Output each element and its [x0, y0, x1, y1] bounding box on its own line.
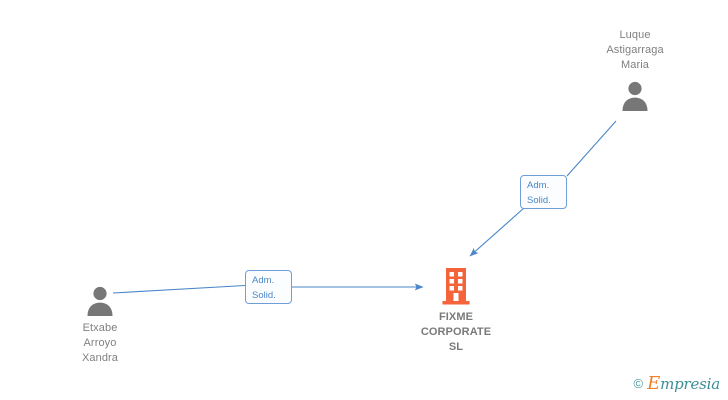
node-person-luque[interactable]: Luque Astigarraga Maria — [565, 28, 705, 112]
node-company-fixme[interactable]: FIXME CORPORATE SL — [386, 266, 526, 355]
edge-label-line2: Solid. — [527, 195, 551, 206]
node-person-luque-label: Luque Astigarraga Maria — [606, 29, 664, 71]
brand-logo: Empresia — [647, 373, 720, 394]
node-person-etxabe-label: Etxabe Arroyo Xandra — [81, 322, 119, 364]
edge-label-line2: Solid. — [252, 290, 276, 301]
person-icon — [30, 283, 170, 317]
edge-segment-upper — [566, 120, 617, 177]
edge-etxabe-to-fixme[interactable] — [112, 283, 424, 294]
edge-luque-to-fixme[interactable] — [469, 120, 617, 257]
edge-label-line1: Adm. — [252, 275, 275, 286]
edge-segment-lower-arrow — [469, 207, 525, 257]
edge-label-line1: Adm. — [527, 180, 550, 191]
node-person-etxabe[interactable]: Etxabe Arroyo Xandra — [30, 283, 170, 366]
watermark: © Empresia — [633, 373, 721, 394]
person-icon — [565, 78, 705, 112]
edge-label-luque-to-fixme[interactable]: Adm. Solid. — [520, 175, 567, 209]
brand-initial: E — [647, 373, 661, 394]
brand-name: mpresia — [660, 375, 720, 393]
edge-label-etxabe-to-fixme[interactable]: Adm. Solid. — [245, 270, 292, 304]
copyright-icon: © — [633, 376, 644, 391]
edge-segment-left — [112, 284, 246, 294]
building-icon — [386, 266, 526, 306]
node-company-fixme-label: FIXME CORPORATE SL — [420, 311, 492, 353]
